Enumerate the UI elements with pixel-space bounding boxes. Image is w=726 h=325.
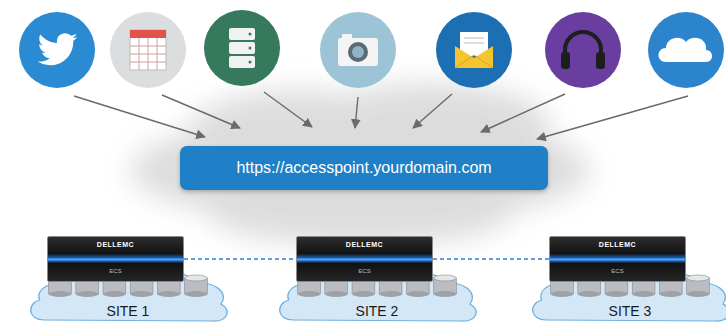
brand-label: DELLEMC <box>550 241 685 248</box>
arrow <box>162 95 240 128</box>
site-label: SITE 3 <box>528 303 726 319</box>
ecs-rack: DELLEMC ECS <box>549 236 686 282</box>
arrows <box>74 92 688 139</box>
arrow <box>537 96 688 139</box>
database-icon <box>204 10 280 86</box>
url-label: https://accesspoint.yourdomain.com <box>236 159 491 177</box>
camera-icon <box>320 12 396 88</box>
ecs-rack: DELLEMC ECS <box>47 236 184 282</box>
twitter-icon <box>19 12 95 88</box>
arrow <box>413 94 452 128</box>
access-point-box: https://accesspoint.yourdomain.com <box>180 146 548 190</box>
site-cloud: SITE 2 DELLEMC ECS <box>275 232 479 324</box>
brand-label: DELLEMC <box>297 241 432 248</box>
model-label: ECS <box>297 268 432 274</box>
arrow <box>481 94 565 132</box>
arrow <box>355 97 358 128</box>
model-label: ECS <box>550 268 685 274</box>
site-cloud: SITE 3 DELLEMC ECS <box>528 232 726 324</box>
calendar-icon <box>110 12 186 88</box>
arrow <box>264 92 312 127</box>
site-label: SITE 2 <box>275 303 479 319</box>
brand-label: DELLEMC <box>48 241 183 248</box>
grey-cloud <box>130 83 590 245</box>
disk-drum <box>434 275 457 297</box>
disk-drum <box>687 275 710 297</box>
site-label: SITE 1 <box>26 303 230 319</box>
arrow <box>74 96 205 137</box>
disk-drum <box>185 275 208 297</box>
headphones-icon <box>545 12 621 88</box>
site-cloud: SITE 1 DELLEMC ECS <box>26 232 230 324</box>
cloud-icon <box>648 12 724 88</box>
site-link <box>433 258 549 260</box>
ecs-rack: DELLEMC ECS <box>296 236 433 282</box>
mail-icon <box>436 12 512 88</box>
model-label: ECS <box>48 268 183 274</box>
site-link <box>184 258 296 260</box>
